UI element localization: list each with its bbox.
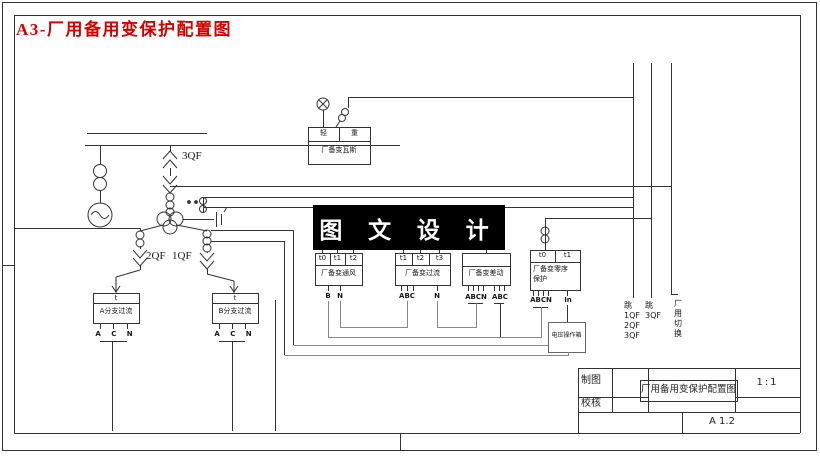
output-trip-all: 跳 1QF 2QF 3QF <box>624 301 640 340</box>
boxC-label: 厂备变差动 <box>468 269 504 277</box>
boxD-cell-t1: t1 <box>563 251 572 259</box>
gas-box-cell-light: 轻 <box>320 129 327 137</box>
gas-box-cell-heavy: 重 <box>351 129 358 137</box>
branchB-label: B分支过流 <box>218 307 252 315</box>
boxD-label: 厂备变零序 保护 <box>533 265 568 283</box>
boxB-pin-ABC: ABC <box>399 292 415 300</box>
boxD-cell-t0: t0 <box>538 251 547 259</box>
titleblock-sheet-number: A 1.2 <box>709 416 735 427</box>
breaker-label-3qf: 3QF <box>182 150 202 162</box>
boxA-label: 厂备变通风 <box>321 269 356 277</box>
output-trip-3qf: 跳 3QF <box>645 301 661 320</box>
titleblock-scale: 1:1 <box>756 377 779 388</box>
boxB-cell-t3: t3 <box>435 254 444 262</box>
watermark: 图 文 设 计 <box>313 205 505 250</box>
titleblock-drawn-label: 制图 <box>581 375 601 386</box>
output-aux-switch: 厂 用 切 换 <box>674 299 682 338</box>
boxA-pin-N: N <box>337 292 343 300</box>
titleblock-drawing-title: 厂用备用变保护配置图 <box>640 384 736 395</box>
breaker-label-2qf: 2QF <box>146 250 166 262</box>
voltage-box-label: 电压操作箱 <box>551 332 582 339</box>
boxB-pin-N: N <box>434 292 440 300</box>
boxA-cell-t1: t1 <box>333 254 342 262</box>
branchB-pins: A C N <box>214 330 256 338</box>
boxC-pin-ABC: ABC <box>492 293 508 301</box>
boxA-cell-t0: t0 <box>318 254 327 262</box>
titleblock-checked-label: 校核 <box>581 398 601 409</box>
branchA-pins: A C N <box>95 330 137 338</box>
boxA-pin-B: B <box>325 292 331 300</box>
boxB-label: 厂备变过流 <box>405 269 440 277</box>
boxC-pin-ABCN: ABCN <box>465 293 487 301</box>
branchA-label: A分支过流 <box>99 307 133 315</box>
boxD-pin-ABCN: ABCN <box>530 296 552 304</box>
gas-box-label: 厂备变瓦斯 <box>321 146 357 154</box>
breaker-label-1qf: 1QF <box>172 250 192 262</box>
boxB-cell-t1: t1 <box>399 254 408 262</box>
branchB-cell-t: t <box>233 294 237 302</box>
boxA-cell-t2: t2 <box>349 254 358 262</box>
boxD-pin-In: In <box>564 296 572 304</box>
page-title: A3-厂用备用变保护配置图 <box>16 20 232 39</box>
boxB-cell-t2: t2 <box>416 254 425 262</box>
branchA-cell-t: t <box>114 294 118 302</box>
